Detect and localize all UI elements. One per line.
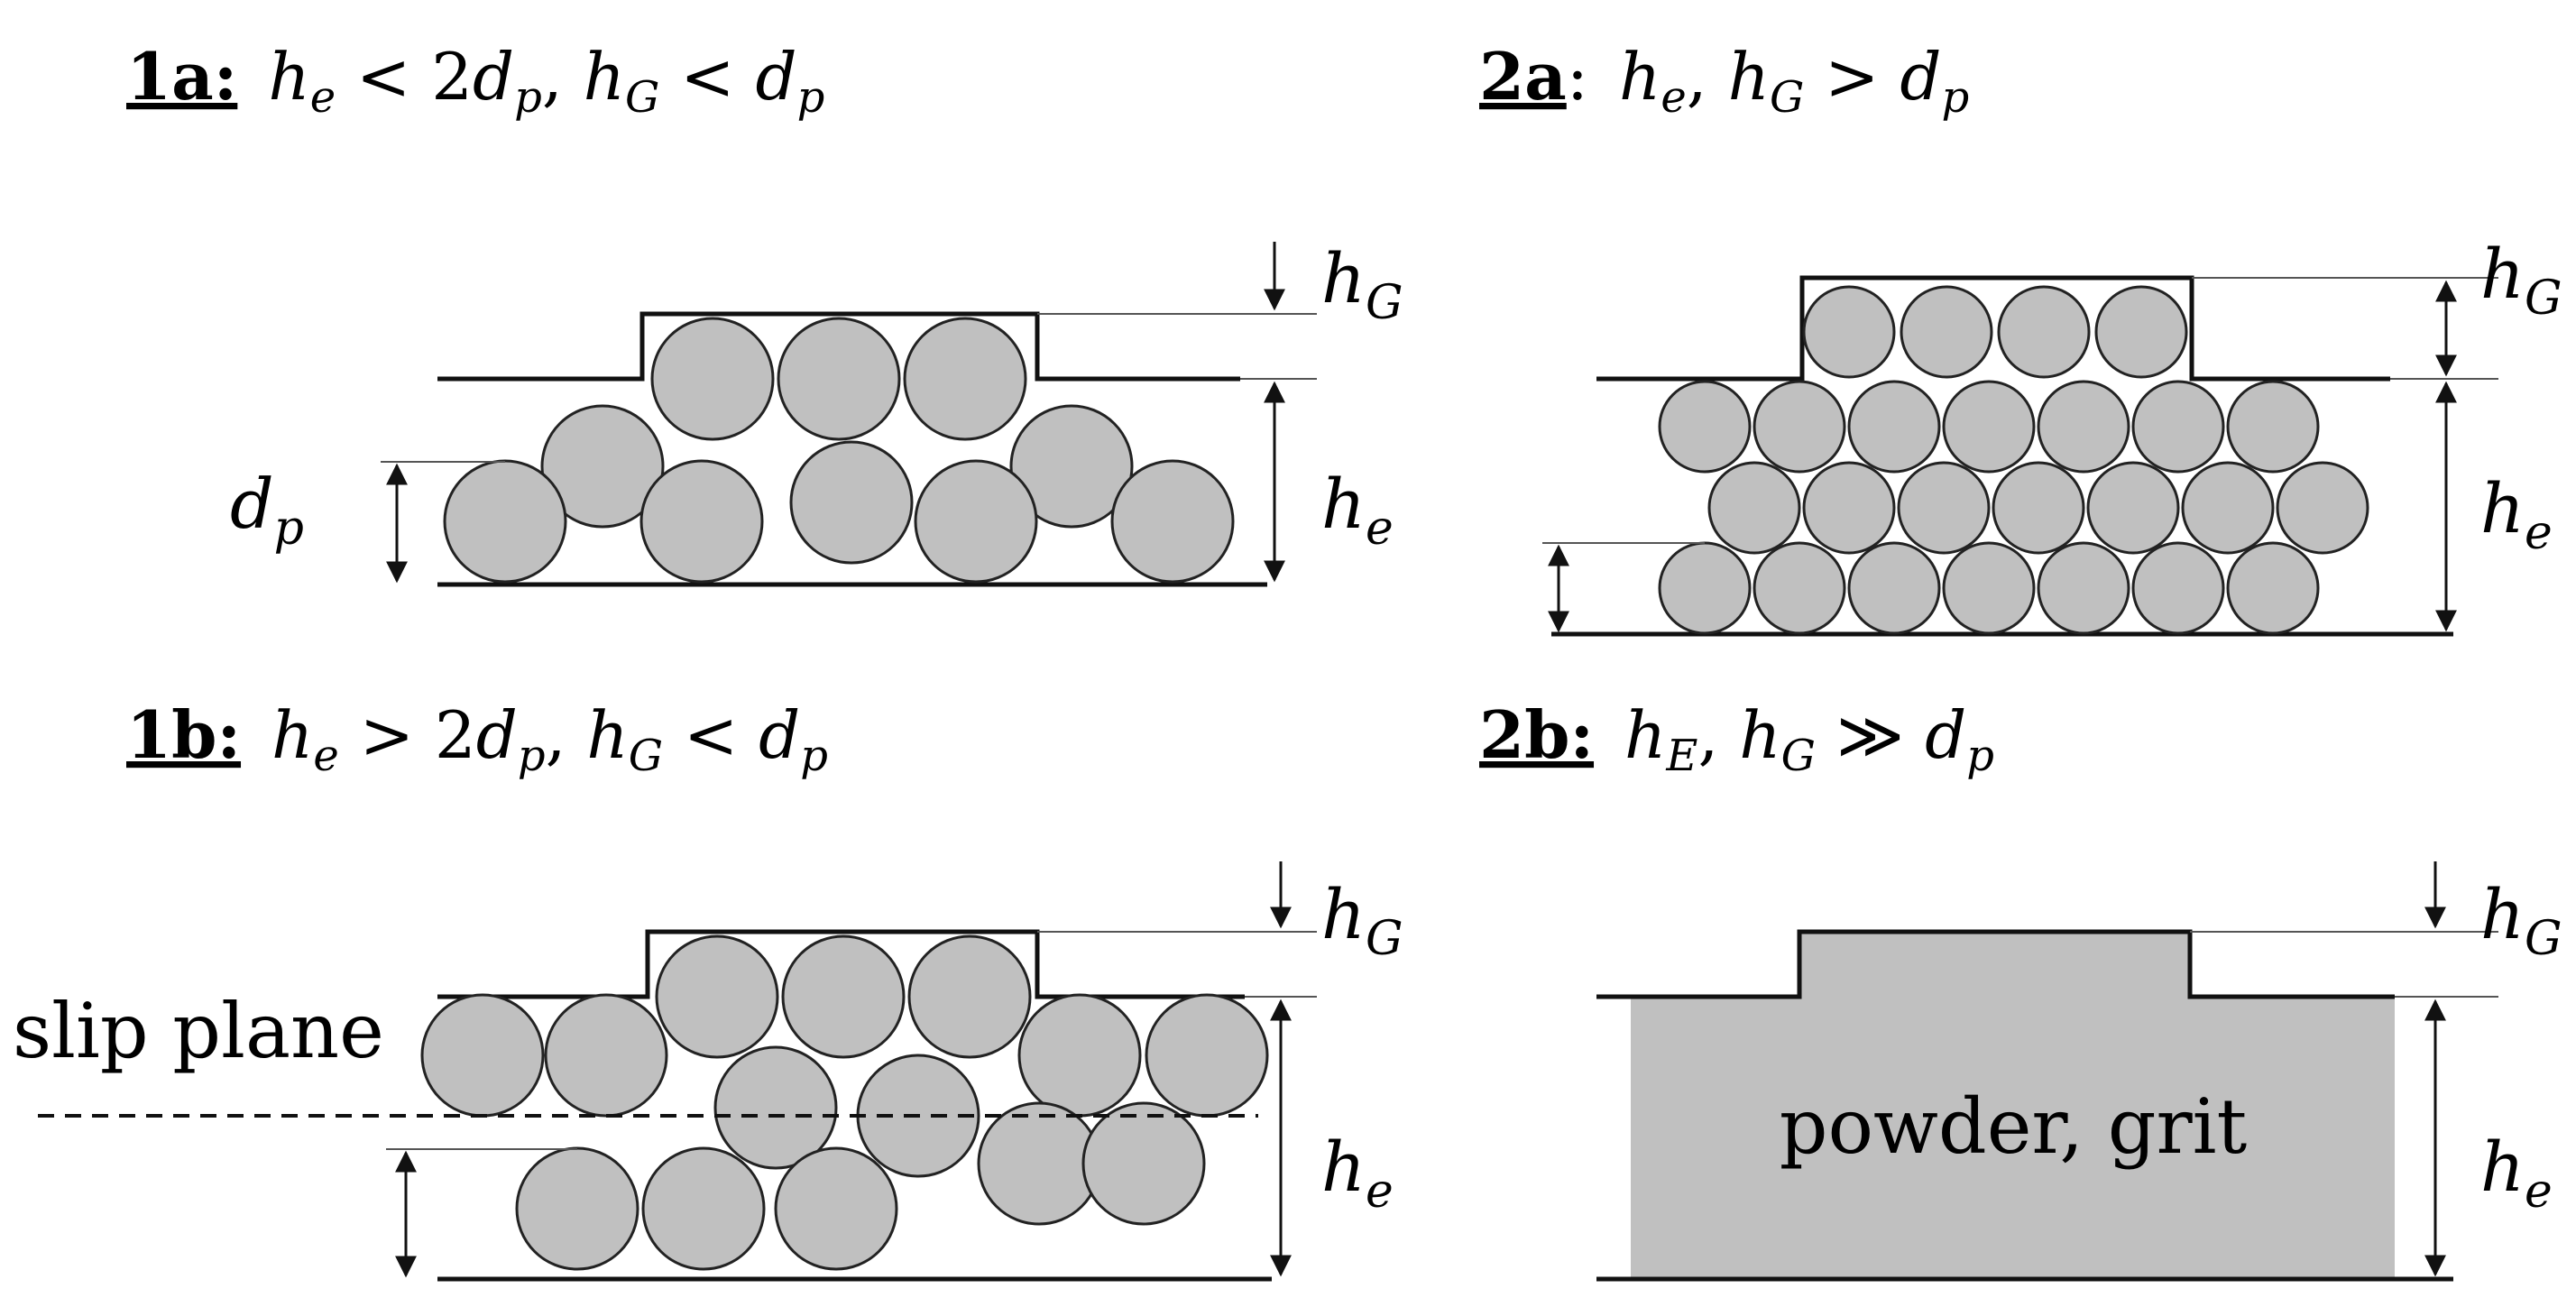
particle [655,934,779,1059]
particle [1658,541,1752,635]
particle [1145,993,1269,1118]
panel-1a-outline [437,311,1240,382]
panel-2a-hG-label: hG [2480,234,2562,326]
particle [515,1146,639,1271]
particle [1753,380,1846,474]
panel-2a-particles [1658,285,2369,635]
particle [641,1146,766,1271]
particle [650,317,775,441]
panel-2a-heading: 2a: he, hG > dp [1479,38,1969,123]
panel-1b-tag: 1b: [126,696,241,773]
panel-1b-heading: 1b: he > 2dp, hG < dp [126,696,828,781]
particle [2131,541,2225,635]
particle [1707,461,1801,555]
panel-2a-he-label: he [2480,468,2553,560]
panel-2b: 2b: hE, hG ≫ dp powder, grit hG he [1479,696,2562,1282]
particle [977,1101,1101,1226]
panel-1b-he-label: he [1321,1127,1394,1219]
panel-2b-heading: 2b: hE, hG ≫ dp [1479,696,1994,781]
panel-1a-heading: 1a: he < 2dp, hG < dp [126,38,824,123]
particle [2094,285,2188,379]
particle [777,317,901,441]
particle [420,993,545,1118]
panel-1b: 1b: he > 2dp, hG < dp slip plane [13,696,1403,1282]
particle [2181,461,2275,555]
slip-plane-label: slip plane [13,987,384,1075]
particle [1847,541,1941,635]
particle [1847,380,1941,474]
panel-1a-hG-label: hG [1321,238,1403,330]
particle [1009,404,1134,529]
particle [2131,380,2225,474]
particle [1658,380,1752,474]
particle [914,459,1038,584]
particle [907,934,1032,1059]
panel-1a-particles [443,317,1235,584]
panel-2b-he-label: he [2480,1127,2553,1219]
particle [781,934,906,1059]
particle [1900,285,1993,379]
particle [544,993,668,1118]
panel-1a-dp-label: dp [230,464,304,556]
panel-2a-tag: 2a [1479,38,1567,115]
particle [1942,541,2036,635]
panel-2a-outline [1596,275,2390,382]
panel-2b-outline [1596,929,2395,999]
particle [903,317,1027,441]
particle [713,1045,838,1170]
panel-1b-particles [420,934,1269,1271]
particle [2037,380,2130,474]
particle [1897,461,1991,555]
panel-2b-hG-label: hG [2480,874,2562,966]
particle [2276,461,2369,555]
particle [639,459,764,584]
particle [1017,993,1142,1118]
powder-label: powder, grit [1780,1082,2248,1171]
panel-1a: 1a: he < 2dp, hG < dp dp hG [126,38,1403,587]
particle [789,440,914,565]
particle [1997,285,2091,379]
panel-2b-tag: 2b: [1479,696,1594,773]
particle [1753,541,1846,635]
particle [2226,541,2320,635]
panel-2a: 2a: he, hG > dp [1479,38,2562,637]
particle [1942,380,2036,474]
particle [1110,459,1235,584]
particle [1992,461,2085,555]
particle [443,459,567,584]
panel-1b-hG-label: hG [1321,874,1403,966]
panel-1a-he-label: he [1321,464,1394,556]
particle [2086,461,2180,555]
particle [2037,541,2130,635]
panel-1a-tag: 1a: [126,38,237,115]
particle [1081,1101,1206,1226]
powder-block [1631,932,2395,1279]
particle [1802,285,1896,379]
particle [1802,461,1896,555]
particle [540,404,665,529]
particle [774,1146,898,1271]
particle [2226,380,2320,474]
